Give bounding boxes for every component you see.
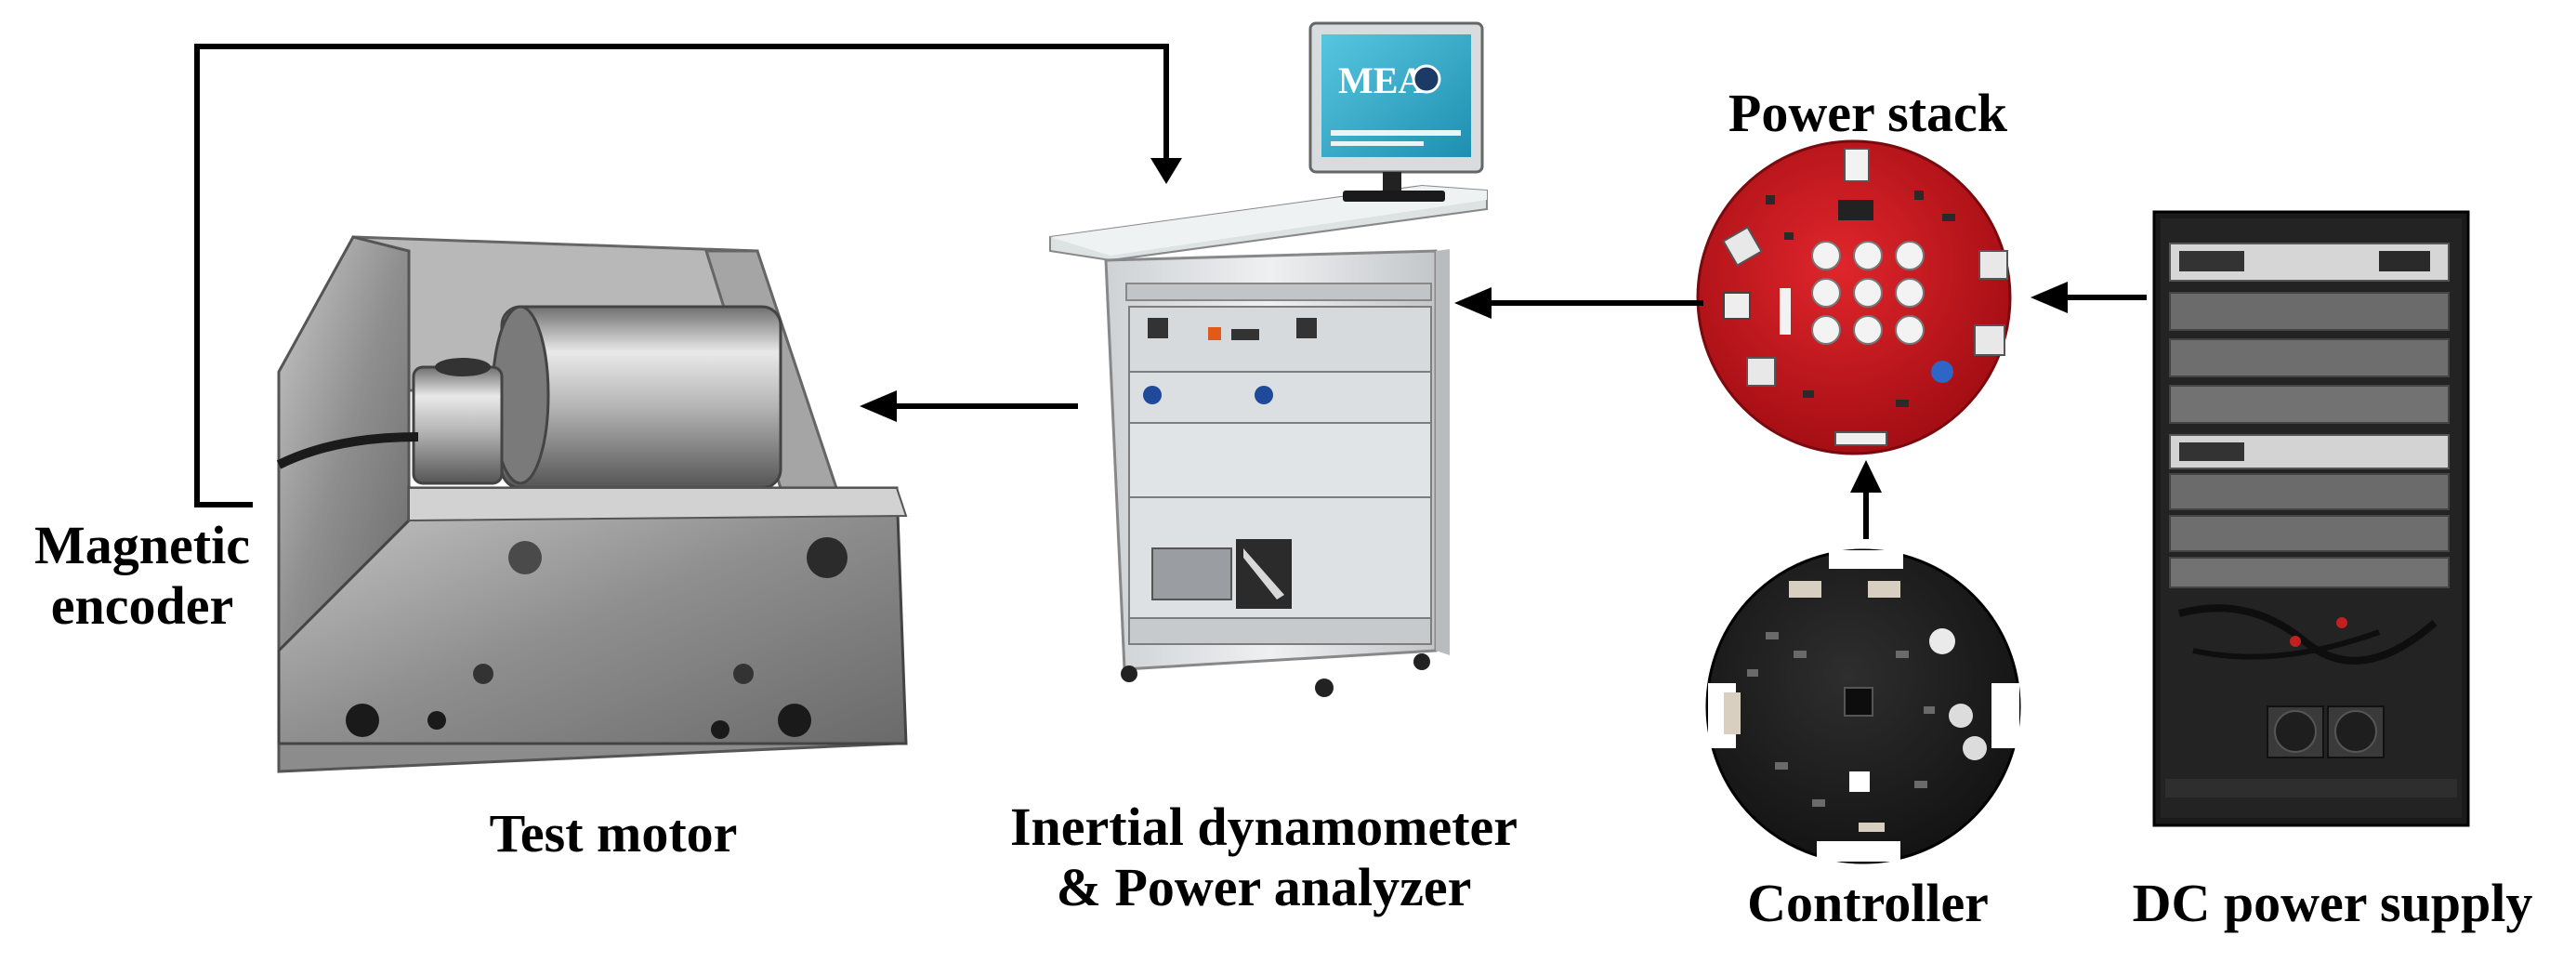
controller-to-stack-arrowhead — [1850, 460, 1882, 493]
power-stack-image — [1696, 139, 2012, 455]
encoder-feedback-line — [194, 44, 1169, 507]
magnetic-encoder-label-line2: encoder — [50, 574, 234, 636]
dynamometer-image: MEA — [1049, 21, 1488, 697]
magnetic-encoder-label-line1: Magnetic — [34, 515, 250, 575]
controller-label: Controller — [1747, 873, 1989, 933]
encoder-feedback-arrowhead — [1150, 158, 1182, 184]
monitor-screen-text: MEA — [1338, 59, 1425, 101]
power-stack-label: Power stack — [1728, 83, 2008, 143]
dyno-to-motor-arrowhead — [860, 390, 897, 422]
stack-to-dyno-arrowhead — [1454, 287, 1492, 319]
test-motor-image — [276, 235, 908, 773]
connectors — [194, 44, 2147, 539]
magnetic-encoder-label: Magnetic encoder — [17, 515, 268, 637]
dynamometer-label: Inertial dynamometer & Power analyzer — [966, 797, 1561, 918]
controller-image — [1705, 548, 2021, 864]
supply-to-stack-arrowhead — [2031, 282, 2068, 313]
dc-power-supply-image — [2152, 210, 2470, 827]
dynamometer-label-line2: & Power analyzer — [1056, 856, 1472, 917]
test-motor-label: Test motor — [489, 803, 738, 863]
dc-power-supply-label: DC power supply — [2132, 873, 2533, 933]
dynamometer-label-line1: Inertial dynamometer — [1009, 797, 1518, 857]
